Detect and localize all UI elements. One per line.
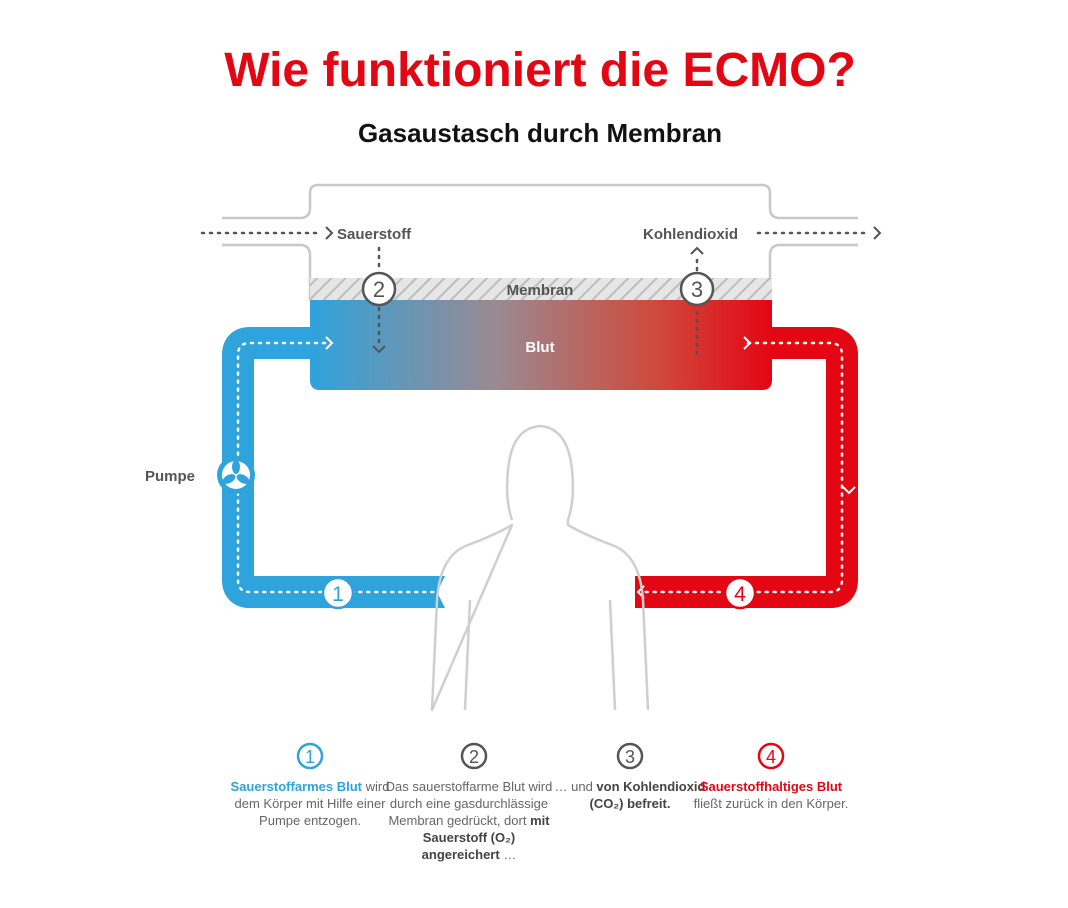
svg-text:3: 3	[691, 277, 703, 302]
blood-chamber	[310, 300, 772, 390]
oxygenator-housing	[222, 183, 858, 300]
svg-text:2: 2	[469, 747, 479, 767]
oxygen-diffusion-arrow	[372, 246, 386, 354]
marker-4: 4	[723, 576, 757, 610]
timeline-step-1: 1	[296, 742, 324, 770]
page-title: Wie funktioniert die ECMO?	[224, 44, 856, 97]
oxygen-arrow	[200, 226, 334, 240]
pump-fan-icon	[217, 456, 255, 494]
svg-text:1: 1	[305, 747, 315, 767]
step-4-description: Sauerstoffhaltiges Blut fließt zurück in…	[693, 779, 849, 811]
marker-3: 3	[679, 271, 715, 307]
timeline-step-2: 2	[460, 742, 488, 770]
marker-1: 1	[321, 576, 355, 610]
svg-text:2: 2	[373, 277, 385, 302]
oxygen-label: Sauerstoff	[337, 226, 412, 243]
svg-text:4: 4	[766, 747, 776, 767]
co2-label: Kohlendioxid	[643, 226, 738, 243]
marker-2: 2	[361, 271, 397, 307]
pump-label: Pumpe	[145, 468, 195, 485]
subtitle: Gasaustasch durch Membran	[358, 118, 722, 148]
membrane	[310, 278, 772, 300]
step-2-description: Das sauerstoffarme Blut wird durch eine …	[385, 779, 553, 862]
step-1-description: Sauerstoffarmes Blut wird dem Körper mit…	[230, 779, 390, 828]
step-3-description: … und von Kohlendioxid (CO₂) befreit.	[554, 779, 706, 811]
blood-label: Blut	[525, 339, 554, 356]
timeline-step-4: 4	[757, 742, 785, 770]
membrane-label: Membran	[507, 282, 574, 299]
co2-diffusion-arrow	[690, 246, 704, 356]
svg-text:4: 4	[734, 583, 746, 606]
co2-arrow	[756, 226, 882, 240]
svg-text:1: 1	[332, 583, 344, 606]
svg-text:3: 3	[625, 747, 635, 767]
timeline-step-3: 3	[616, 742, 644, 770]
patient-silhouette	[430, 424, 650, 712]
